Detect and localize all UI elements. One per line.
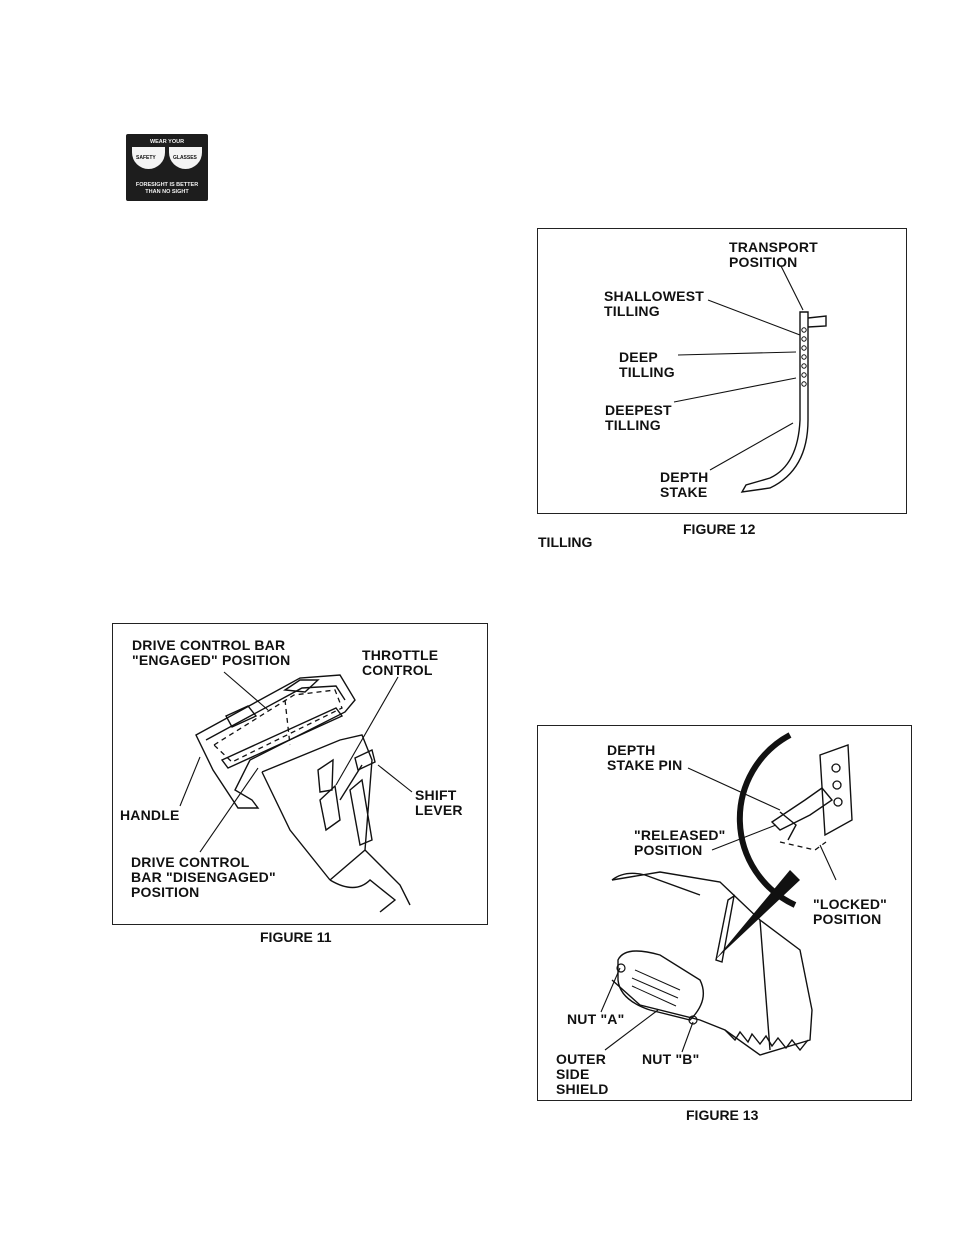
label-locked-position: "LOCKED" POSITION xyxy=(813,896,887,927)
badge-bottom-text-1: FORESIGHT IS BETTER xyxy=(135,182,199,188)
label-nut-a: NUT "A" xyxy=(567,1011,625,1027)
figure-12-frame xyxy=(537,228,907,514)
label-released-position: "RELEASED" POSITION xyxy=(634,827,726,858)
label-disengaged-position: DRIVE CONTROL BAR "DISENGAGED" POSITION xyxy=(131,854,276,900)
badge-left-text: SAFETY xyxy=(136,155,156,161)
figure-12-caption: FIGURE 12 xyxy=(683,521,756,537)
badge-right-text: GLASSES xyxy=(173,155,197,161)
label-handle: HANDLE xyxy=(120,807,180,823)
label-depth-stake: DEPTH STAKE xyxy=(660,469,709,500)
badge-bottom-text-2: THAN NO SIGHT xyxy=(145,189,189,195)
figure-11-caption: FIGURE 11 xyxy=(260,929,332,945)
badge-top-text: WEAR YOUR xyxy=(149,139,185,145)
label-deep-tilling: DEEP TILLING xyxy=(619,349,675,380)
label-deepest-tilling: DEEPEST TILLING xyxy=(605,402,672,433)
badge-right-lens xyxy=(169,147,202,169)
label-nut-b: NUT "B" xyxy=(642,1051,700,1067)
label-depth-stake-pin: DEPTH STAKE PIN xyxy=(607,742,683,773)
badge-left-lens xyxy=(132,147,165,169)
figure-13-caption: FIGURE 13 xyxy=(686,1107,759,1123)
label-shift-lever: SHIFT LEVER xyxy=(415,787,463,818)
label-transport-position: TRANSPORT POSITION xyxy=(729,239,818,270)
label-throttle-control: THROTTLE CONTROL xyxy=(362,647,439,678)
label-engaged-position: DRIVE CONTROL BAR "ENGAGED" POSITION xyxy=(132,637,291,668)
label-shallowest-tilling: SHALLOWEST TILLING xyxy=(604,288,704,319)
section-heading-tilling: TILLING xyxy=(538,534,593,550)
safety-glasses-badge: WEAR YOUR SAFETY GLASSES FORESIGHT IS BE… xyxy=(126,134,208,201)
label-outer-side-shield: OUTER SIDE SHIELD xyxy=(556,1051,609,1097)
